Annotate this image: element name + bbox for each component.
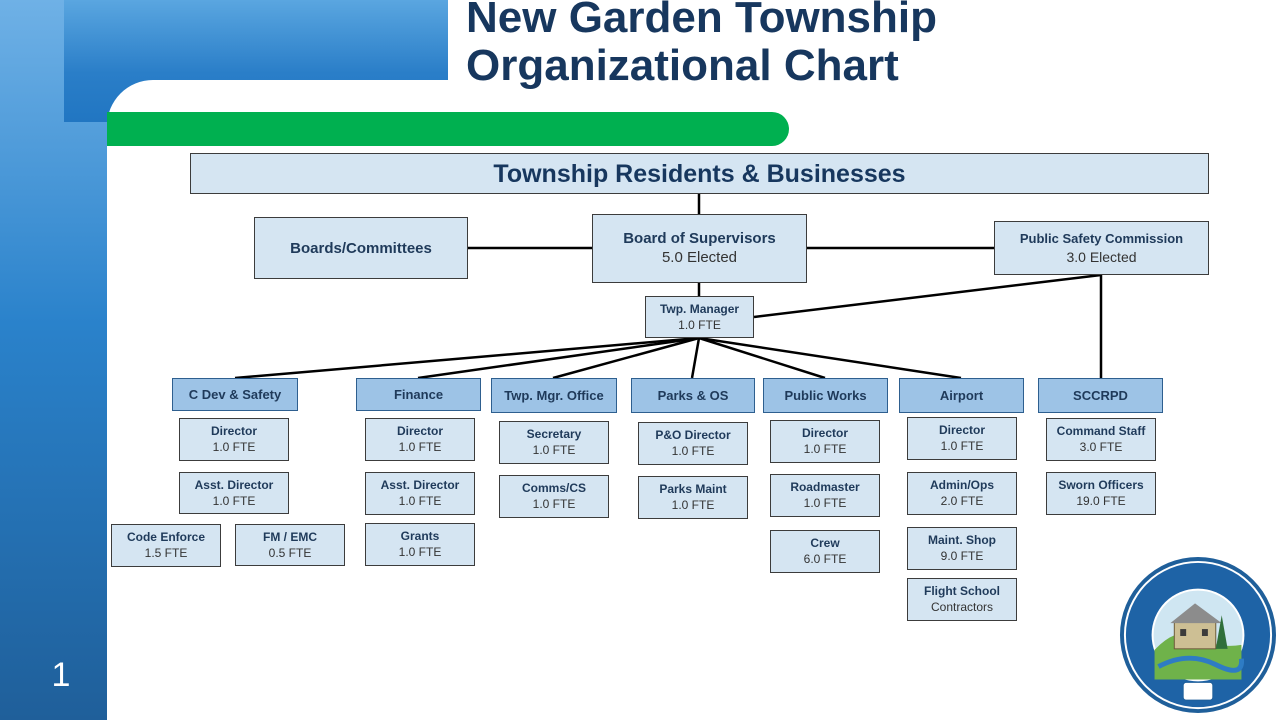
position-fte: 2.0 FTE	[940, 494, 984, 508]
cdev-header-label: C Dev & Safety	[188, 387, 282, 402]
works-director-box: Director 1.0 FTE	[770, 420, 880, 463]
sccrpd-command-staff-box: Command Staff 3.0 FTE	[1046, 418, 1156, 461]
position-fte: 1.0 FTE	[532, 497, 576, 511]
dept-header-airport: Airport	[899, 378, 1024, 413]
residents-box: Township Residents & Businesses	[190, 153, 1209, 194]
airport-maint-shop-box: Maint. Shop 9.0 FTE	[907, 527, 1017, 570]
position-fte: 1.0 FTE	[940, 439, 984, 453]
township-manager-box: Twp. Manager 1.0 FTE	[645, 296, 754, 338]
position-title: Code Enforce	[126, 530, 205, 544]
cdev-code-enforce-box: Code Enforce 1.5 FTE	[111, 524, 221, 567]
boards-committees-box: Boards/Committees	[254, 217, 468, 279]
position-title: Asst. Director	[380, 478, 460, 492]
position-title: Sworn Officers	[1058, 478, 1144, 492]
public-safety-commission-box: Public Safety Commission 3.0 Elected	[994, 221, 1209, 275]
parks-maint-box: Parks Maint 1.0 FTE	[638, 476, 748, 519]
airport-admin-ops-box: Admin/Ops 2.0 FTE	[907, 472, 1017, 515]
position-title: Director	[801, 426, 848, 440]
works-roadmaster-box: Roadmaster 1.0 FTE	[770, 474, 880, 517]
dept-header-works: Public Works	[763, 378, 888, 413]
parks-header-label: Parks & OS	[657, 388, 729, 403]
airport-director-box: Director 1.0 FTE	[907, 417, 1017, 460]
finance-asst-director-box: Asst. Director 1.0 FTE	[365, 472, 475, 515]
position-fte: 1.0 FTE	[803, 442, 847, 456]
position-fte: 1.0 FTE	[671, 444, 715, 458]
sccrpd-sworn-officers-box: Sworn Officers 19.0 FTE	[1046, 472, 1156, 515]
position-fte: 1.0 FTE	[398, 545, 442, 559]
position-title: Director	[938, 423, 985, 437]
position-fte: 1.0 FTE	[398, 440, 442, 454]
works-header-label: Public Works	[784, 388, 867, 403]
position-fte: 1.5 FTE	[144, 546, 188, 560]
cdev-asst-director-box: Asst. Director 1.0 FTE	[179, 472, 289, 514]
position-fte: 1.0 FTE	[212, 493, 256, 508]
position-title: Grants	[400, 529, 440, 543]
manager-sub: 1.0 FTE	[678, 317, 721, 332]
dept-header-parks: Parks & OS	[631, 378, 755, 413]
position-title: Admin/Ops	[929, 478, 994, 492]
position-fte: 9.0 FTE	[940, 549, 984, 563]
dept-header-cdev: C Dev & Safety	[172, 378, 298, 411]
cdev-fm-emc-box: FM / EMC 0.5 FTE	[235, 524, 345, 566]
position-fte: 1.0 FTE	[398, 494, 442, 508]
dept-header-office: Twp. Mgr. Office	[491, 378, 617, 413]
psc-sub: 3.0 Elected	[1066, 249, 1137, 265]
works-crew-box: Crew 6.0 FTE	[770, 530, 880, 573]
bos-title: Board of Supervisors	[623, 230, 776, 247]
airport-flight-school-box: Flight School Contractors	[907, 578, 1017, 621]
dept-header-finance: Finance	[356, 378, 481, 411]
manager-title: Twp. Manager	[659, 301, 740, 316]
position-title: Director	[210, 424, 257, 438]
position-title: P&O Director	[655, 428, 731, 442]
bos-sub: 5.0 Elected	[661, 249, 738, 266]
boards-label: Boards/Committees	[290, 239, 432, 257]
position-fte: 1.0 FTE	[803, 496, 847, 510]
office-comms-box: Comms/CS 1.0 FTE	[499, 475, 609, 518]
position-title: Crew	[810, 536, 840, 550]
position-title: FM / EMC	[263, 529, 317, 544]
position-title: Roadmaster	[790, 480, 860, 494]
township-seal-logo	[1119, 556, 1277, 714]
dept-header-sccrpd: SCCRPD	[1038, 378, 1163, 413]
airport-header-label: Airport	[939, 388, 984, 403]
board-of-supervisors-box: Board of Supervisors 5.0 Elected	[592, 214, 807, 283]
parks-director-box: P&O Director 1.0 FTE	[638, 422, 748, 465]
position-title: Secretary	[526, 427, 582, 441]
position-fte: 0.5 FTE	[268, 545, 312, 560]
position-fte: 1.0 FTE	[671, 498, 715, 512]
position-title: Director	[396, 424, 443, 438]
office-secretary-box: Secretary 1.0 FTE	[499, 421, 609, 464]
position-title: Command Staff	[1056, 424, 1146, 438]
position-fte: 1.0 FTE	[212, 440, 256, 454]
residents-label: Township Residents & Businesses	[493, 159, 906, 188]
finance-grants-box: Grants 1.0 FTE	[365, 523, 475, 566]
position-title: Maint. Shop	[928, 533, 996, 547]
position-fte: Contractors	[930, 600, 994, 614]
sccrpd-header-label: SCCRPD	[1073, 388, 1128, 403]
cdev-director-box: Director 1.0 FTE	[179, 418, 289, 461]
finance-header-label: Finance	[393, 387, 444, 402]
slide-number: 1	[51, 656, 71, 694]
green-accent-bar	[107, 112, 789, 146]
position-title: Parks Maint	[659, 482, 727, 496]
position-title: Flight School	[924, 584, 1000, 598]
psc-title: Public Safety Commission	[1019, 231, 1184, 246]
title-line-1: New Garden Township	[466, 0, 938, 42]
position-fte: 3.0 FTE	[1079, 440, 1123, 454]
finance-director-box: Director 1.0 FTE	[365, 418, 475, 461]
position-fte: 19.0 FTE	[1076, 494, 1126, 508]
title-line-2: Organizational Chart	[466, 41, 899, 90]
position-title: Comms/CS	[521, 481, 586, 495]
position-fte: 6.0 FTE	[803, 552, 847, 566]
slide-title: New Garden Township Organizational Chart	[466, 0, 1226, 90]
office-header-label: Twp. Mgr. Office	[504, 388, 604, 403]
position-fte: 1.0 FTE	[532, 443, 576, 457]
position-title: Asst. Director	[194, 477, 274, 492]
